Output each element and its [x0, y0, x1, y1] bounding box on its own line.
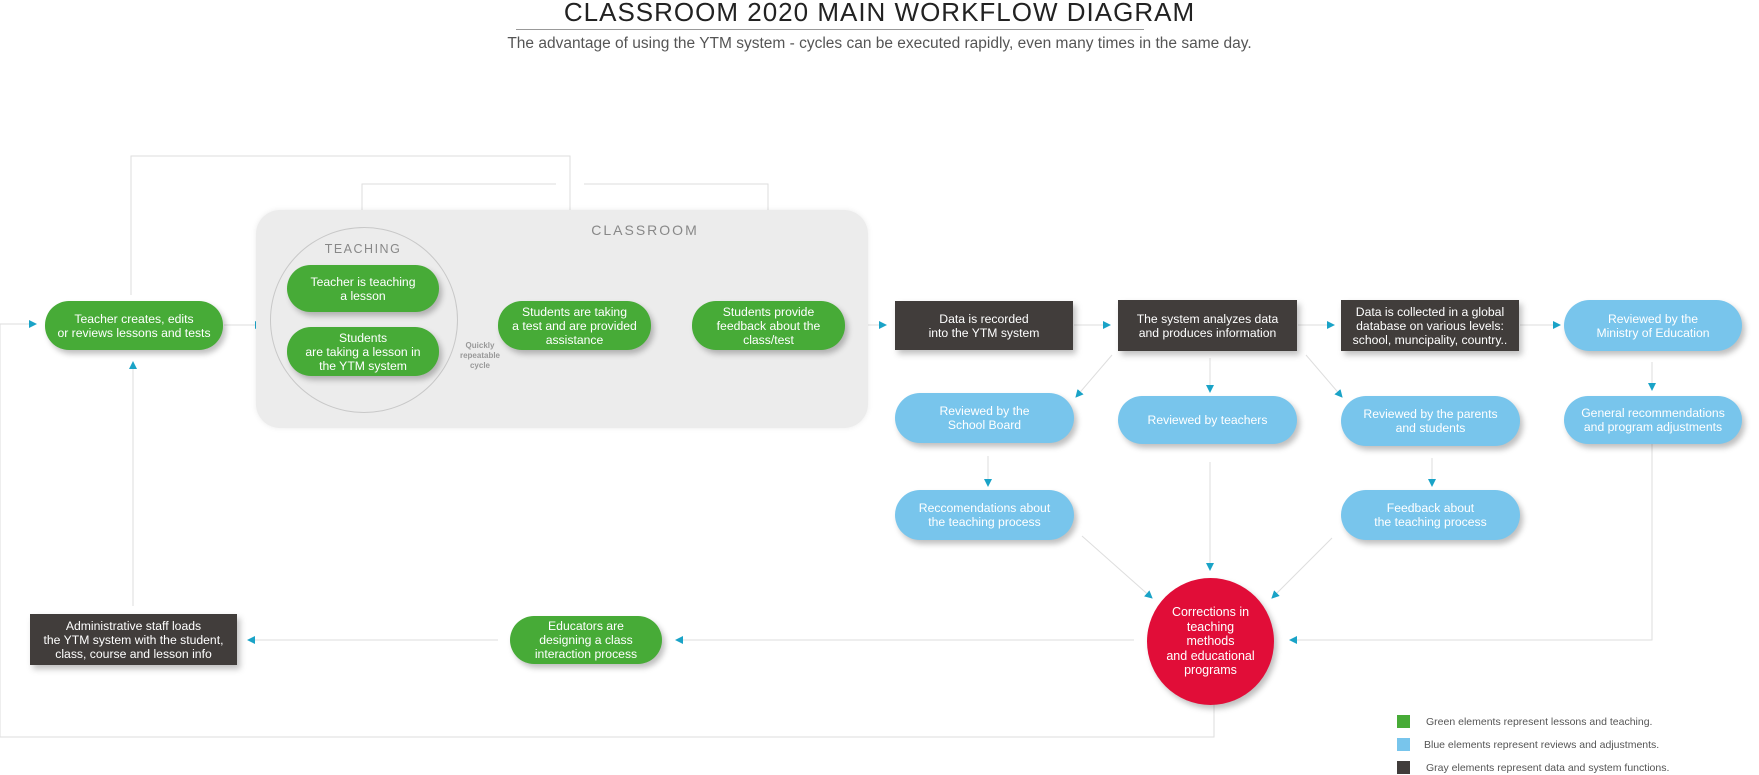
node-teacher-teaching: Teacher is teaching a lesson — [287, 265, 439, 312]
node-admin-staff: Administrative staff loads the YTM syste… — [30, 614, 237, 665]
legend-green-swatch — [1397, 715, 1410, 728]
quick-cycle-note: Quickly repeatable cycle — [459, 341, 501, 370]
node-students-feedback: Students provide feedback about the clas… — [692, 301, 845, 350]
node-teachers-review: Reviewed by teachers — [1118, 396, 1297, 444]
node-feedback-teaching: Feedback about the teaching process — [1341, 490, 1520, 540]
node-parents-review: Reviewed by the parents and students — [1341, 396, 1520, 446]
legend-gray-text: Gray elements represent data and system … — [1426, 762, 1670, 774]
teaching-group — [270, 227, 458, 413]
diagram-title: CLASSROOM 2020 MAIN WORKFLOW DIAGRAM — [563, 0, 1196, 27]
flow-recommendations-to-corrections — [1081, 535, 1153, 599]
classroom-label: CLASSROOM — [591, 222, 699, 238]
node-school-board-review: Reviewed by the School Board — [895, 393, 1074, 443]
flow-analyzes-to-parents — [1305, 354, 1343, 398]
node-corrections: Corrections in teaching methods and educ… — [1147, 578, 1274, 705]
connector-lines — [0, 155, 1656, 738]
node-teacher-creates: Teacher creates, edits or reviews lesson… — [45, 301, 223, 350]
diagram-subtitle: The advantage of using the YTM system - … — [507, 35, 1252, 52]
node-educators-designing: Educators are designing a class interact… — [510, 616, 662, 664]
loop-corrections-to-creates — [0, 320, 1215, 738]
node-data-collected: Data is collected in a global database o… — [1341, 300, 1519, 351]
flow-analyzes-to-school-board — [1075, 354, 1113, 398]
node-recommendations-teaching: Reccomendations about the teaching proce… — [895, 490, 1074, 540]
flow-general-to-corrections — [1289, 444, 1653, 644]
legend-blue-text: Blue elements represent reviews and adju… — [1424, 739, 1660, 751]
title-underline — [516, 29, 1144, 30]
node-data-recorded: Data is recorded into the YTM system — [895, 301, 1073, 350]
flow-feedback-to-corrections — [1271, 537, 1333, 599]
legend-gray-swatch — [1397, 761, 1410, 774]
node-ministry-review: Reviewed by the Ministry of Education — [1564, 300, 1742, 351]
loop-teaching-top — [361, 183, 556, 213]
teaching-label: TEACHING — [324, 242, 402, 256]
node-students-test: Students are taking a test and are provi… — [498, 301, 651, 350]
legend-green-text: Green elements represent lessons and tea… — [1426, 716, 1653, 728]
legend-blue-swatch — [1397, 738, 1410, 751]
node-students-lesson: Students are taking a lesson in the YTM … — [287, 327, 439, 376]
node-system-analyzes: The system analyzes data and produces in… — [1118, 300, 1297, 351]
node-general-recommendations: General recommendations and program adju… — [1564, 396, 1742, 444]
